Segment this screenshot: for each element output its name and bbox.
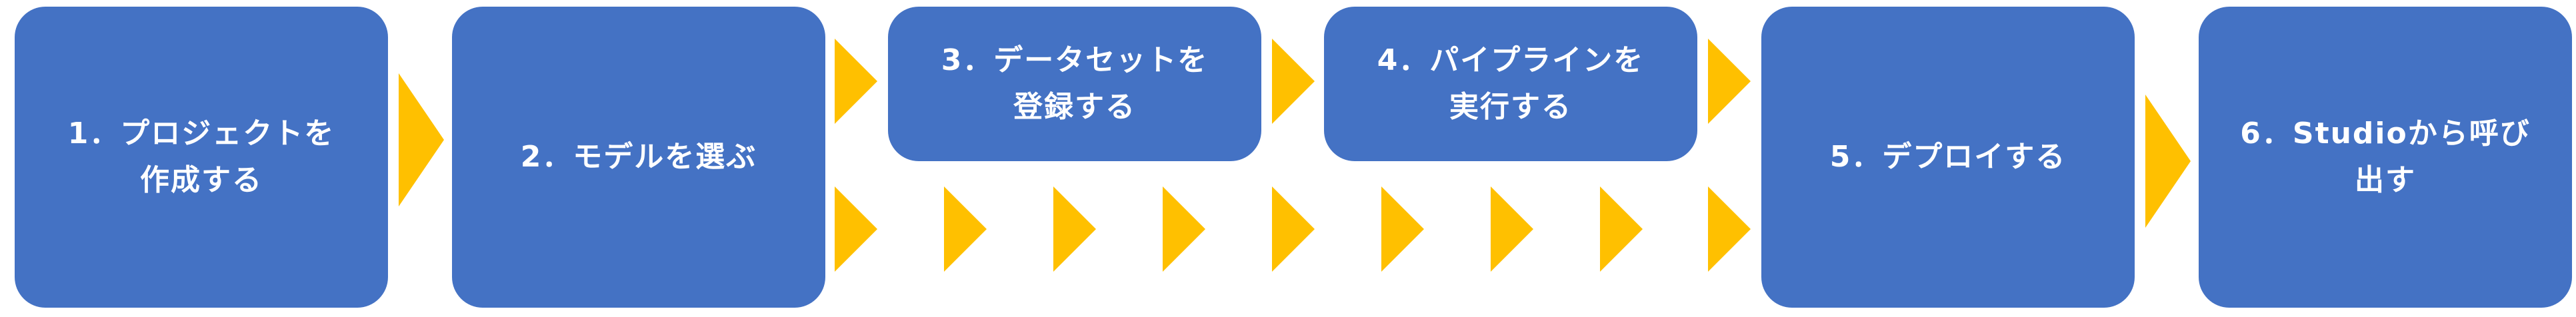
skip-arrow-5 [1272, 186, 1315, 272]
step-5-deploy: 5．デプロイする [1761, 7, 2135, 308]
arrow-3-to-4 [1272, 39, 1315, 124]
step-2-label: 2．モデルを選ぶ [520, 139, 757, 174]
arrow-5-to-6 [2145, 95, 2191, 228]
arrow-1-to-2 [399, 73, 444, 206]
step-4-run-pipeline: 4．パイプラインを 実行する [1324, 7, 1697, 161]
step-1-create-project: 1．プロジェクトを 作成する [15, 7, 388, 308]
step-6-label: 6．Studioから呼び 出す [2240, 116, 2531, 197]
step-6-call-from-studio: 6．Studioから呼び 出す [2199, 7, 2572, 308]
skip-arrow-4 [1163, 186, 1205, 272]
arrow-4-to-5 [1708, 39, 1751, 124]
skip-arrow-6 [1381, 186, 1424, 272]
step-2-choose-model: 2．モデルを選ぶ [452, 7, 825, 308]
step-1-label: 1．プロジェクトを 作成する [67, 116, 335, 197]
step-5-label: 5．デプロイする [1829, 139, 2067, 174]
skip-arrow-1 [835, 186, 877, 272]
skip-arrow-7 [1491, 186, 1533, 272]
skip-arrow-9 [1708, 186, 1751, 272]
step-4-label: 4．パイプラインを 実行する [1377, 43, 1645, 124]
skip-arrow-8 [1600, 186, 1643, 272]
skip-arrow-3 [1053, 186, 1096, 272]
step-3-label: 3．データセットを 登録する [941, 43, 1209, 124]
skip-arrow-2 [944, 186, 987, 272]
step-3-register-dataset: 3．データセットを 登録する [888, 7, 1261, 161]
arrow-2-to-3 [835, 39, 877, 124]
